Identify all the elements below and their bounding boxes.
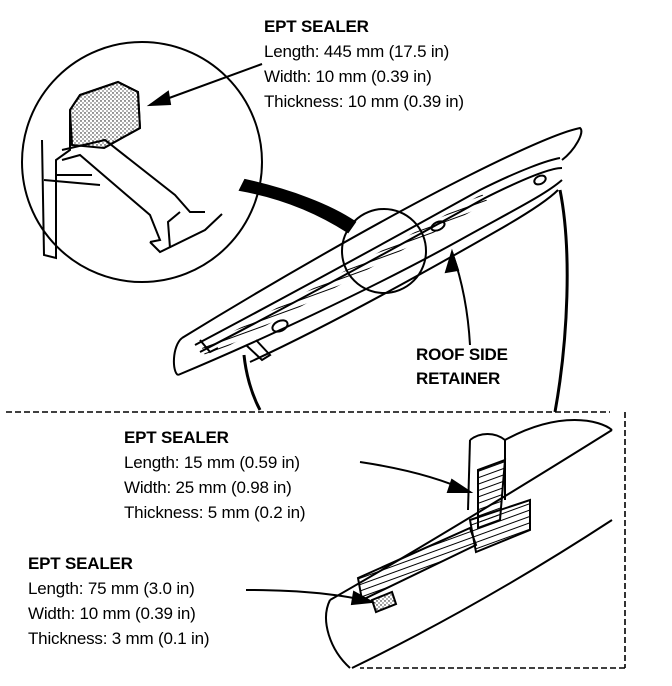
callout-middle-sealer: EPT SEALER Length: 15 mm (0.59 in) Width… bbox=[124, 425, 306, 525]
callout-bottom-length: Length: 75 mm (3.0 in) bbox=[28, 579, 195, 598]
callout-middle-length: Length: 15 mm (0.59 in) bbox=[124, 453, 300, 472]
callout-top-thickness: Thickness: 10 mm (0.39 in) bbox=[264, 92, 464, 111]
retainer-label-line2: RETAINER bbox=[416, 369, 501, 388]
callout-top-title: EPT SEALER bbox=[264, 17, 369, 36]
retainer-label-line1: ROOF SIDE bbox=[416, 345, 508, 364]
callout-bottom-title: EPT SEALER bbox=[28, 554, 133, 573]
callout-top-length: Length: 445 mm (17.5 in) bbox=[264, 42, 450, 61]
callout-middle-width: Width: 25 mm (0.98 in) bbox=[124, 478, 292, 497]
retainer-pointer bbox=[444, 248, 471, 346]
callout-top-width: Width: 10 mm (0.39 in) bbox=[264, 67, 432, 86]
callout-bottom-width: Width: 10 mm (0.39 in) bbox=[28, 604, 196, 623]
retainer-strip bbox=[172, 126, 583, 376]
sweep-lines bbox=[242, 189, 569, 413]
lower-detail-drawing bbox=[245, 419, 613, 669]
detail-magnifier bbox=[21, 41, 427, 294]
callout-top-sealer: EPT SEALER Length: 445 mm (17.5 in) Widt… bbox=[264, 14, 464, 114]
roof-side-retainer-label: ROOF SIDE RETAINER bbox=[416, 343, 508, 391]
callout-middle-title: EPT SEALER bbox=[124, 428, 229, 447]
callout-middle-thickness: Thickness: 5 mm (0.2 in) bbox=[124, 503, 306, 522]
lower-detail-panel bbox=[6, 411, 626, 669]
callout-bottom-thickness: Thickness: 3 mm (0.1 in) bbox=[28, 629, 210, 648]
callout-bottom-sealer: EPT SEALER Length: 75 mm (3.0 in) Width:… bbox=[28, 551, 210, 651]
